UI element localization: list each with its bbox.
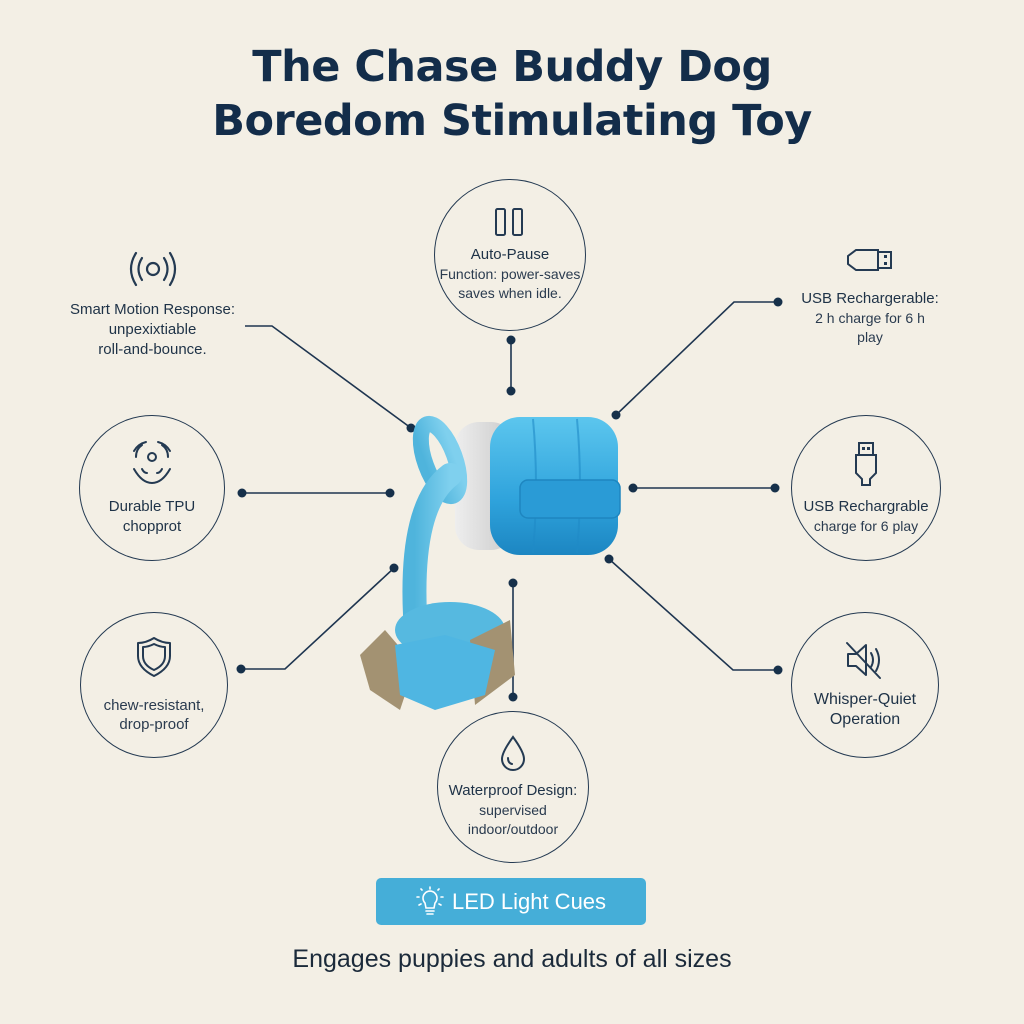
led-light-cues-button[interactable]: LED Light Cues	[376, 878, 646, 925]
usb-connector-icon	[855, 441, 877, 486]
tagline: Engages puppies and adults of all sizes	[292, 945, 732, 973]
whisper-title: Whisper-Quiet	[813, 691, 917, 708]
feature-whisper-quiet: Whisper-Quiet Operation	[791, 612, 939, 758]
chew-line1: chew-resistant,	[103, 697, 205, 714]
whisper-line1: Operation	[829, 711, 901, 728]
feature-waterproof: Waterproof Design: supervised indoor/out…	[437, 711, 589, 863]
motion-signal-icon	[129, 251, 176, 287]
usb-top-line1: 2 h charge for 6 h	[815, 310, 925, 326]
feature-durable-tpu: Durable TPU chopprot	[79, 415, 225, 561]
chew-line2: drop-proof	[119, 716, 189, 733]
usb-right-title: USB Rechargrable	[803, 497, 929, 515]
title-line-1: The Chase Buddy Dog	[252, 42, 772, 92]
led-button-label: LED Light Cues	[451, 888, 607, 914]
feature-chew-resistant: chew-resistant, drop-proof	[80, 612, 228, 758]
auto-pause-title: Auto-Pause	[470, 246, 550, 263]
durable-line1: chopprot	[122, 518, 182, 535]
feature-smart-motion: Smart Motion Response: unpexixtiable rol…	[40, 250, 265, 360]
feature-auto-pause: Auto-Pause Function: power-saves saves w…	[434, 179, 586, 331]
smart-motion-title: Smart Motion Response:	[69, 301, 236, 318]
waterproof-title: Waterproof Design:	[448, 782, 578, 799]
water-drop-icon	[500, 735, 526, 771]
usb-top-title: USB Rechargerable:	[801, 290, 939, 307]
title-line-2: Boredom Stimulating Toy	[212, 96, 812, 146]
durable-title: Durable TPU	[108, 498, 196, 515]
smart-motion-line1: unpexixtiable	[108, 321, 197, 338]
face-scan-icon	[133, 441, 171, 485]
page-title: The Chase Buddy Dog Boredom Stimulating …	[0, 40, 1024, 148]
usb-plug-icon	[847, 249, 892, 271]
waterproof-line2: indoor/outdoor	[467, 821, 559, 837]
feature-usb-right: USB Rechargrable charge for 6 play	[791, 415, 941, 561]
waterproof-line1: supervised	[479, 802, 547, 818]
lightbulb-icon	[416, 885, 444, 915]
feature-usb-top: USB Rechargerable: 2 h charge for 6 h pl…	[780, 247, 960, 347]
usb-top-line2: play	[857, 329, 883, 345]
shield-icon	[137, 637, 171, 677]
pause-icon	[495, 208, 523, 236]
dog-toy-image	[360, 415, 621, 710]
speaker-mute-icon	[846, 642, 881, 679]
auto-pause-line1: Function: power-saves	[439, 266, 581, 282]
usb-right-line1: charge for 6 play	[813, 517, 919, 534]
auto-pause-line2: saves when idle.	[458, 285, 562, 301]
smart-motion-line2: roll-and-bounce.	[98, 341, 207, 358]
